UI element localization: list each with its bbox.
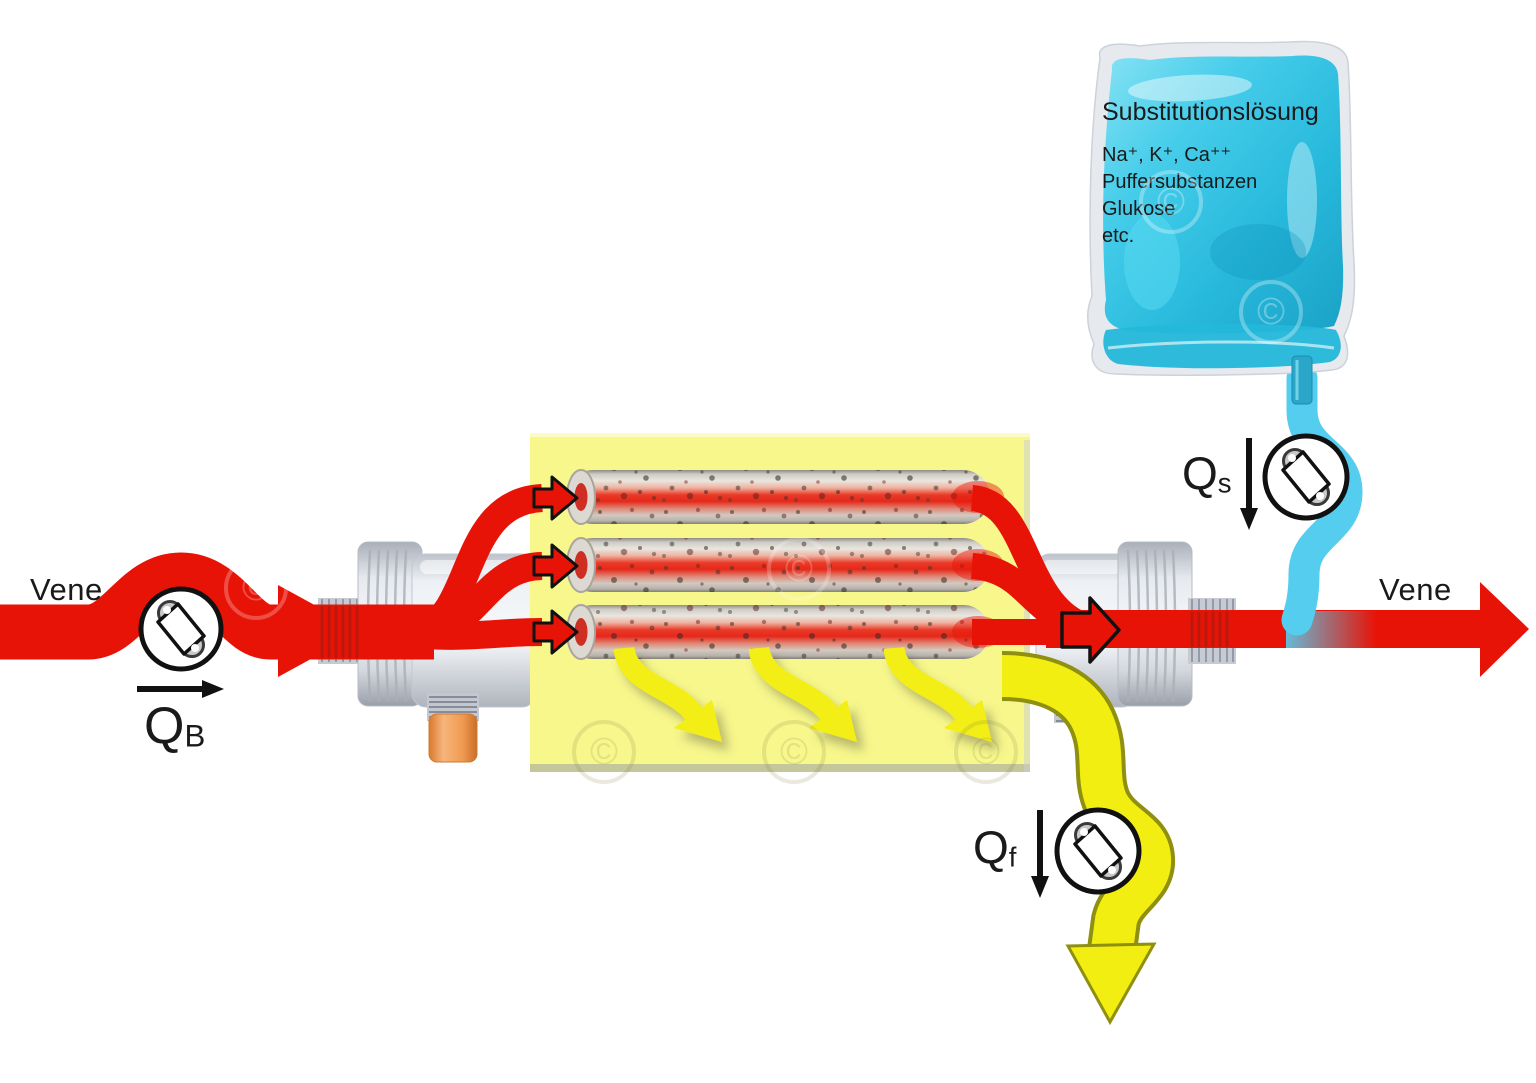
filtrate-pump-icon [1054,807,1142,895]
orange-port-cap [428,713,478,763]
filtrate-flow-subscript: f [1008,841,1017,873]
blood-branches-in [418,484,544,650]
substitution-flow-symbol: Q [1182,447,1218,499]
substitution-junction-blend [1286,611,1376,648]
bag-title: Substitutionslösung [1102,98,1319,126]
flow-direction-outline-arrow [1060,596,1121,664]
vein-out-label: Vene [1379,572,1452,607]
blood-line-out [1046,582,1529,677]
substitution-flow-direction-arrow [1240,438,1258,530]
bag-content-line: Na⁺, K⁺, Ca⁺⁺ [1102,144,1231,166]
filtrate-flow-symbol: Q [973,821,1009,873]
filtrate-flow-direction-arrow [1031,810,1049,898]
capillary-tube-3 [566,604,1004,660]
capillary-tube-2 [566,537,1004,593]
substitution-bag [1087,40,1356,405]
substitution-pump-icon [1262,433,1350,521]
thread-overlay [1190,612,1229,647]
bag-contents: Na⁺, K⁺, Ca⁺⁺ Puffersubstanzen Glukose e… [1102,142,1257,250]
bag-content-line: Glukose [1102,198,1176,220]
blood-line-in [0,552,434,677]
bag-port [1291,355,1313,405]
blood-outlet-arrowhead [1480,582,1529,677]
blood-inlet-arrowhead [278,585,362,677]
filtrate-line [1001,651,1175,1026]
filtrate-flow-label: Qf [973,824,1016,871]
vein-in-label: Vene [30,572,103,607]
substitution-flow-label: Qs [1182,450,1232,497]
substitution-flow-subscript: s [1217,467,1232,499]
bag-content-line: etc. [1102,225,1135,247]
blood-flow-subscript: B [184,718,206,754]
housing-drain-port [427,693,479,763]
capillary-tube-1 [566,469,1004,525]
thread-overlay [320,606,359,658]
blood-flow-direction-arrow [137,680,224,698]
blood-pump-icon [138,586,224,672]
filtrate-outlet-arrowhead [1065,942,1157,1026]
blood-flow-label: QB [144,700,205,752]
blood-flow-symbol: Q [144,697,185,755]
bag-content-line: Puffersubstanzen [1102,171,1258,193]
capillary-inlet-arrows [532,475,579,655]
